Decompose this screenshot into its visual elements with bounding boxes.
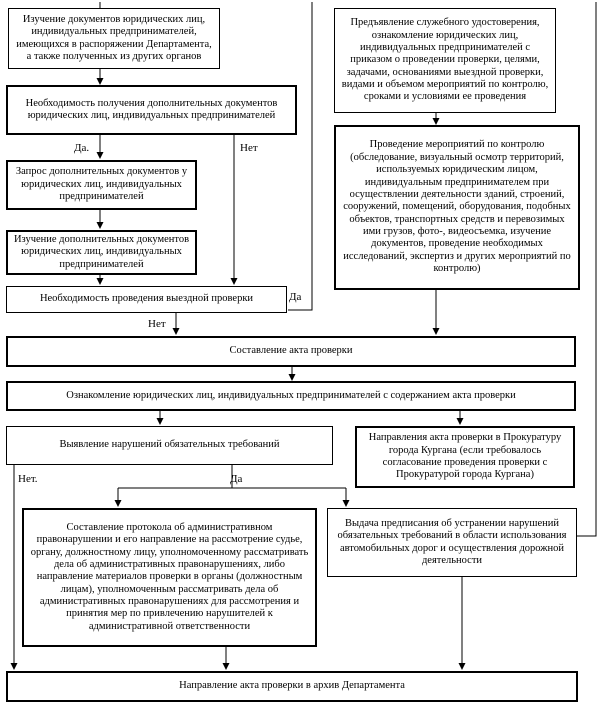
box-control-measures: Проведение мероприятий по контролю (обсл…: [334, 125, 580, 290]
box-protocol-text: Составление протокола об административно…: [30, 521, 309, 632]
box-show-id: Предъявление служебного удостоверения, о…: [334, 8, 556, 113]
box-familiarize-act: Ознакомление юридических лиц, индивидуал…: [6, 381, 576, 411]
label-yes-2: Да: [289, 291, 302, 303]
box-show-id-text: Предъявление служебного удостоверения, о…: [341, 17, 549, 103]
box-need-additional-text: Необходимость получения дополнительных д…: [25, 97, 278, 121]
box-study-documents-text: Изучение документов юридических лиц, инд…: [16, 13, 212, 62]
box-compose-act: Составление акта проверки: [6, 336, 576, 367]
label-no-3: Нет.: [18, 473, 38, 485]
box-compose-act-text: Составление акта проверки: [229, 345, 353, 357]
box-need-field-check-text: Необходимость проведения выездной провер…: [39, 293, 254, 305]
box-need-field-check: Необходимость проведения выездной провер…: [6, 286, 287, 313]
label-yes-3: Да: [230, 473, 243, 485]
label-no-1: Нет: [240, 142, 258, 154]
box-study-additional-text: Изучение дополнительных документов юриди…: [13, 233, 190, 270]
box-control-measures-text: Проведение мероприятий по контролю (обсл…: [343, 139, 571, 275]
box-request-additional-documents: Запрос дополнительных документов у юриди…: [6, 160, 197, 210]
box-study-documents: Изучение документов юридических лиц, инд…: [8, 8, 220, 69]
box-protocol: Составление протокола об административно…: [22, 508, 317, 647]
box-prescription: Выдача предписания об устранении нарушен…: [327, 508, 577, 577]
box-familiarize-act-text: Ознакомление юридических лиц, индивидуал…: [66, 389, 516, 401]
arrow-field-yes-up: [288, 2, 313, 311]
box-archive: Направление акта проверки в архив Департ…: [6, 671, 578, 702]
box-violations-text: Выявление нарушений обязательных требова…: [59, 439, 280, 451]
box-request-additional-text: Запрос дополнительных документов у юриди…: [15, 166, 188, 203]
box-prosecutor: Направления акта проверки в Прокуратуру …: [355, 426, 575, 488]
box-need-additional-documents: Необходимость получения дополнительных д…: [6, 85, 297, 135]
box-study-additional-documents: Изучение дополнительных документов юриди…: [6, 230, 197, 275]
line-right-border: [576, 2, 597, 537]
box-prescription-text: Выдача предписания об устранении нарушен…: [337, 517, 567, 566]
label-yes-1: Да.: [74, 142, 90, 154]
box-archive-text: Направление акта проверки в архив Департ…: [179, 680, 405, 692]
label-no-2: Нет: [148, 318, 166, 330]
box-violations: Выявление нарушений обязательных требова…: [6, 426, 333, 465]
box-prosecutor-text: Направления акта проверки в Прокуратуру …: [368, 432, 562, 481]
